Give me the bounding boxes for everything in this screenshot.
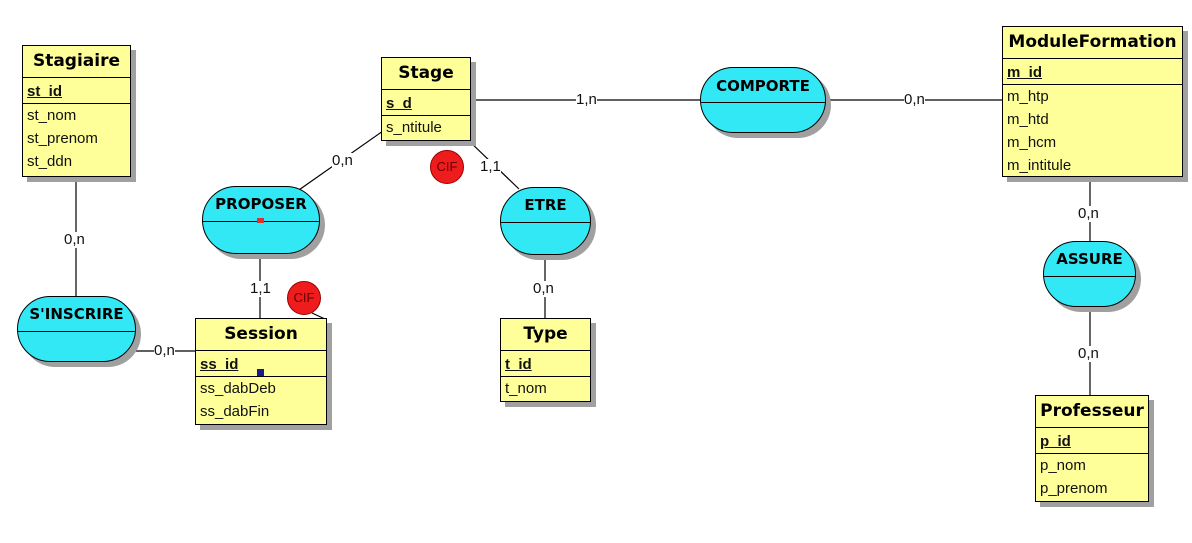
association-title: S'INSCRIRE (29, 305, 124, 323)
attribute-field: st_ddn (27, 153, 73, 170)
attribute-field: m_intitule (1007, 157, 1072, 174)
association-divider (701, 102, 825, 103)
selection-handle-icon (257, 369, 264, 376)
association-divider (18, 331, 135, 332)
association-assure: ASSURE (1043, 241, 1136, 307)
association-comporte: COMPORTE (700, 67, 826, 133)
association-divider (501, 222, 590, 223)
attribute-field: ss_dabDeb (200, 380, 276, 397)
entity-title: Session (196, 319, 326, 351)
entity-stage: Stage s_d s_ntitule (381, 57, 471, 141)
entity-title: Stage (382, 58, 470, 90)
attribute-field: s_ntitule (386, 119, 442, 136)
entity-stagiaire: Stagiaire st_id st_nom st_prenom st_ddn (22, 45, 131, 177)
cardinality-module-assure: 0,n (1078, 205, 1099, 222)
cif-marker-session-proposer: CIF (287, 281, 321, 315)
primary-key-field: t_id (505, 356, 532, 373)
association-divider (1044, 276, 1135, 277)
cardinality-stagiaire-sinscrire: 0,n (64, 231, 85, 248)
attribute-field: m_htp (1007, 88, 1049, 105)
cardinality-module-comporte: 0,n (904, 91, 925, 108)
attribute-field: st_nom (27, 107, 77, 124)
cardinality-professeur-assure: 0,n (1078, 345, 1099, 362)
attribute-field: st_prenom (27, 130, 98, 147)
cardinality-type-etre: 0,n (533, 280, 554, 297)
entity-title: Professeur (1036, 396, 1148, 428)
cardinality-stage-proposer: 0,n (332, 152, 353, 169)
entity-professeur: Professeur p_id p_nom p_prenom (1035, 395, 1149, 502)
primary-key-field: p_id (1040, 433, 1071, 450)
entity-title: Type (501, 319, 590, 351)
attribute-field: m_hcm (1007, 134, 1057, 151)
association-etre: ETRE (500, 187, 591, 255)
attribute-field: t_nom (505, 380, 547, 397)
entity-title: ModuleFormation (1003, 27, 1182, 59)
attribute-field: m_htd (1007, 111, 1049, 128)
primary-key-field: st_id (27, 83, 63, 100)
entity-title: Stagiaire (23, 46, 130, 78)
association-title: COMPORTE (716, 77, 810, 95)
primary-key-field: ss_id (200, 356, 239, 373)
entity-type: Type t_id t_nom (500, 318, 591, 402)
primary-key-field: s_d (386, 95, 412, 112)
entity-moduleformation: ModuleFormation m_id m_htp m_htd m_hcm m… (1002, 26, 1183, 177)
primary-key-field: m_id (1007, 64, 1043, 81)
attribute-field: p_prenom (1040, 480, 1108, 497)
association-title: ASSURE (1056, 250, 1123, 268)
cardinality-stage-comporte: 1,n (576, 91, 597, 108)
association-title: ETRE (524, 196, 567, 214)
cardinality-session-proposer: 1,1 (250, 280, 271, 297)
cif-marker-stage-etre: CIF (430, 150, 464, 184)
cardinality-session-sinscrire: 0,n (154, 342, 175, 359)
association-title: PROPOSER (215, 195, 307, 213)
attribute-field: p_nom (1040, 457, 1086, 474)
selection-marker-icon (257, 218, 264, 223)
cardinality-stage-etre: 1,1 (480, 158, 501, 175)
attribute-field: ss_dabFin (200, 403, 270, 420)
association-sinscrire: S'INSCRIRE (17, 296, 136, 362)
